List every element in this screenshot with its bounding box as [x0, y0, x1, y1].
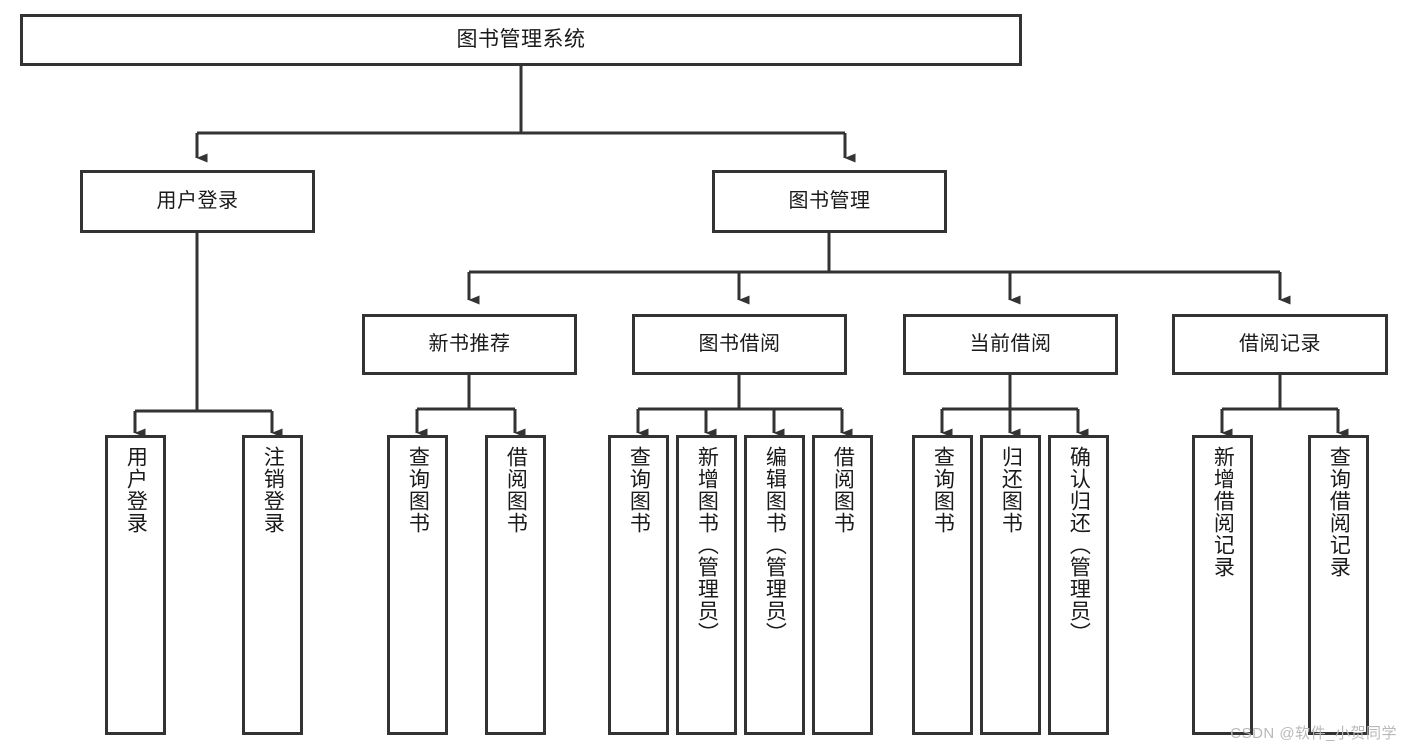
node-label: 当前借阅: [969, 333, 1052, 355]
node-user-login[interactable]: 用户登录: [80, 170, 315, 233]
node-label: 注销登录: [261, 446, 285, 534]
node-label: 用户登录: [156, 190, 239, 212]
node-label: 借阅图书: [831, 446, 855, 534]
leaf-user-login-login[interactable]: 用户登录: [105, 435, 166, 735]
node-current-borrow[interactable]: 当前借阅: [903, 314, 1118, 375]
node-label: 图书借阅: [698, 333, 781, 355]
leaf-current-confirm-return-admin[interactable]: 确认归还（管理员）: [1048, 435, 1109, 735]
leaf-current-query-book[interactable]: 查询图书: [912, 435, 973, 735]
node-label: 借阅记录: [1239, 333, 1321, 355]
node-label: 新书推荐: [428, 333, 511, 355]
leaf-borrow-edit-book-admin[interactable]: 编辑图书（管理员）: [744, 435, 805, 735]
leaf-record-query-record[interactable]: 查询借阅记录: [1308, 435, 1369, 735]
leaf-recommend-query-book[interactable]: 查询图书: [387, 435, 448, 735]
node-label: 归还图书: [999, 446, 1023, 534]
node-new-book-recommend[interactable]: 新书推荐: [362, 314, 577, 375]
node-label: 查询图书: [406, 446, 430, 534]
node-label: 用户登录: [124, 446, 148, 534]
watermark-text: CSDN @软件_小贺同学: [1230, 725, 1397, 742]
node-label: 图书管理: [788, 190, 871, 212]
node-borrow-record[interactable]: 借阅记录: [1172, 314, 1388, 375]
leaf-current-return-book[interactable]: 归还图书: [980, 435, 1041, 735]
node-book-management[interactable]: 图书管理: [712, 170, 947, 233]
node-label: 图书管理系统: [456, 27, 586, 51]
node-root-system[interactable]: 图书管理系统: [20, 14, 1022, 66]
node-label: 借阅图书: [504, 446, 528, 534]
node-label: 查询借阅记录: [1327, 446, 1351, 578]
node-label: 编辑图书（管理员）: [763, 446, 787, 644]
leaf-borrow-borrow-book[interactable]: 借阅图书: [812, 435, 873, 735]
leaf-user-login-logout[interactable]: 注销登录: [242, 435, 303, 735]
node-label: 查询图书: [931, 446, 955, 534]
leaf-recommend-borrow-book[interactable]: 借阅图书: [485, 435, 546, 735]
leaf-borrow-add-book-admin[interactable]: 新增图书（管理员）: [676, 435, 737, 735]
node-label: 新增借阅记录: [1211, 446, 1235, 578]
node-label: 确认归还（管理员）: [1067, 446, 1091, 644]
node-label: 查询图书: [627, 446, 651, 534]
node-book-borrow[interactable]: 图书借阅: [632, 314, 847, 375]
leaf-record-add-record[interactable]: 新增借阅记录: [1192, 435, 1253, 735]
leaf-borrow-query-book[interactable]: 查询图书: [608, 435, 669, 735]
node-label: 新增图书（管理员）: [695, 446, 719, 644]
